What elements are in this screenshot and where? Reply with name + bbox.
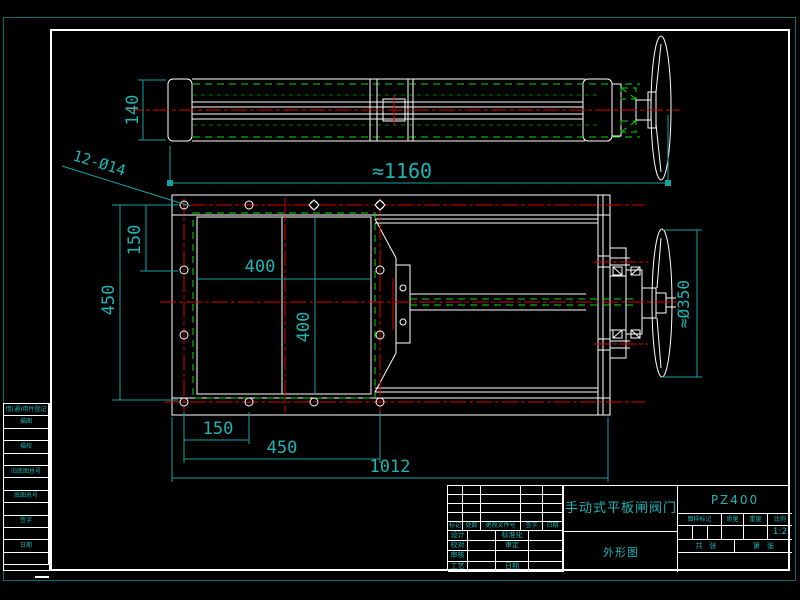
- empty-cell: [722, 526, 744, 540]
- empty-cell: [4, 552, 49, 566]
- rev-sign-label: 签字: [521, 522, 543, 531]
- strip-master-no: 底图总号: [4, 490, 49, 504]
- front-view: [160, 194, 682, 416]
- empty-cell: [448, 513, 463, 522]
- empty-cell: [468, 541, 496, 552]
- empty-cell: [463, 513, 481, 522]
- dim-450-bottom: 450: [267, 438, 298, 458]
- sheet-number: 第 张: [735, 540, 792, 553]
- empty-cell: [4, 453, 49, 466]
- role-review: 审核: [448, 551, 468, 562]
- empty-cell: [468, 531, 496, 542]
- role-date: 日期: [496, 561, 529, 572]
- sheets-row: 共 张 第 张: [678, 540, 792, 553]
- centering-mark: [35, 576, 49, 578]
- dim-400-width: 400: [245, 257, 276, 277]
- margin-strip: 借(通)用件登记 描图 描校 旧底图总号 底图总号 签字 日期: [3, 403, 50, 571]
- model-zone: PZ400 图样标记 质量 重量 比例 1:2 共 张 第 张: [677, 486, 792, 572]
- dim-1012: 1012: [370, 457, 411, 477]
- sheets-total: 共 张: [678, 540, 735, 553]
- empty-cell: [678, 553, 792, 572]
- revision-table: 标记 处数 更改文件号 签字 日期: [448, 486, 563, 531]
- role-standardization: 标准化: [496, 531, 529, 542]
- empty-cell: [529, 561, 563, 572]
- empty-cell: [4, 527, 49, 541]
- dim-150-left: 150: [125, 225, 145, 256]
- scale-label: 比例: [768, 514, 792, 526]
- dim-1160: ≈1160: [372, 159, 432, 183]
- dim-400-height: 400: [294, 312, 314, 343]
- empty-cell: [708, 526, 722, 540]
- weight-label: 重量: [744, 514, 768, 526]
- stage-mark-label: 图样标记: [678, 514, 722, 526]
- dim-150-bottom: 150: [203, 419, 234, 439]
- strip-trace-check: 描校: [4, 441, 49, 454]
- empty-cell: [481, 504, 521, 513]
- model-number: PZ400: [678, 486, 792, 514]
- roles-table: 设计 标准化 校对 审定 审核 工艺 日期: [448, 531, 563, 572]
- dim-140: 140: [123, 95, 143, 126]
- mass-label: 质量: [722, 514, 744, 526]
- sheet-inner-frame: [50, 29, 790, 571]
- empty-cell: [744, 526, 768, 540]
- empty-cell: [521, 495, 543, 504]
- role-approve: 审定: [496, 541, 529, 552]
- rev-mark-label: 标记: [448, 522, 463, 531]
- rev-date-label: 日期: [543, 522, 563, 531]
- empty-cell: [543, 513, 563, 522]
- empty-cell: [481, 495, 521, 504]
- empty-cell: [481, 486, 521, 495]
- role-process: 工艺: [448, 561, 468, 572]
- empty-cell: [496, 551, 529, 562]
- empty-cell: [678, 526, 693, 540]
- empty-cell: [529, 531, 563, 542]
- strip-trace: 描图: [4, 416, 49, 429]
- top-view-dimensions: 140 ≈1160: [123, 79, 671, 186]
- role-design: 设计: [448, 531, 468, 542]
- empty-cell: [693, 526, 708, 540]
- strip-old-master-no: 旧底图总号: [4, 465, 49, 479]
- empty-cell: [4, 503, 49, 516]
- empty-cell: [4, 478, 49, 491]
- title-block: 标记 处数 更改文件号 签字 日期 设计 标准化 校对 审定 审核 工艺 日期: [447, 485, 792, 572]
- dim-450-left: 450: [99, 285, 119, 316]
- drawing-title: 手动式平板闸阀门: [564, 486, 678, 532]
- empty-cell: [448, 495, 463, 504]
- role-check: 校对: [448, 541, 468, 552]
- rev-count-label: 处数: [463, 522, 481, 531]
- empty-cell: [463, 495, 481, 504]
- empty-cell: [529, 541, 563, 552]
- empty-cell: [543, 495, 563, 504]
- empty-cell: [468, 551, 496, 562]
- empty-cell: [448, 486, 463, 495]
- empty-cell: [521, 504, 543, 513]
- empty-cell: [543, 486, 563, 495]
- strip-sign: 签字: [4, 515, 49, 528]
- dim-handwheel: ≈Ø350: [674, 280, 693, 328]
- scale-value: 1:2: [768, 526, 792, 540]
- empty-cell: [529, 551, 563, 562]
- empty-cell: [521, 513, 543, 522]
- empty-cell: [521, 486, 543, 495]
- front-view-dimensions: 12-Ø14 150 450 400 400 ≈Ø350 150 45: [61, 147, 702, 482]
- sheet-outer-border: [3, 17, 796, 581]
- strip-date: 日期: [4, 540, 49, 553]
- title-zone: 手动式平板闸阀门 外形图: [563, 486, 678, 572]
- model-labels-row: 图样标记 质量 重量 比例: [678, 514, 792, 526]
- rev-doc-label: 更改文件号: [481, 522, 521, 531]
- empty-cell: [481, 513, 521, 522]
- top-view: [127, 35, 680, 181]
- model-values-row: 1:2: [678, 526, 792, 540]
- empty-cell: [543, 504, 563, 513]
- strip-borrowed-parts: 借(通)用件登记: [4, 404, 49, 417]
- flange-bolt-holes: [179, 199, 386, 407]
- empty-cell: [448, 504, 463, 513]
- dim-holes-callout: 12-Ø14: [71, 147, 128, 180]
- empty-cell: [468, 561, 496, 572]
- view-name: 外形图: [603, 545, 639, 559]
- empty-cell: [463, 486, 481, 495]
- empty-cell: [463, 504, 481, 513]
- empty-cell: [4, 428, 49, 442]
